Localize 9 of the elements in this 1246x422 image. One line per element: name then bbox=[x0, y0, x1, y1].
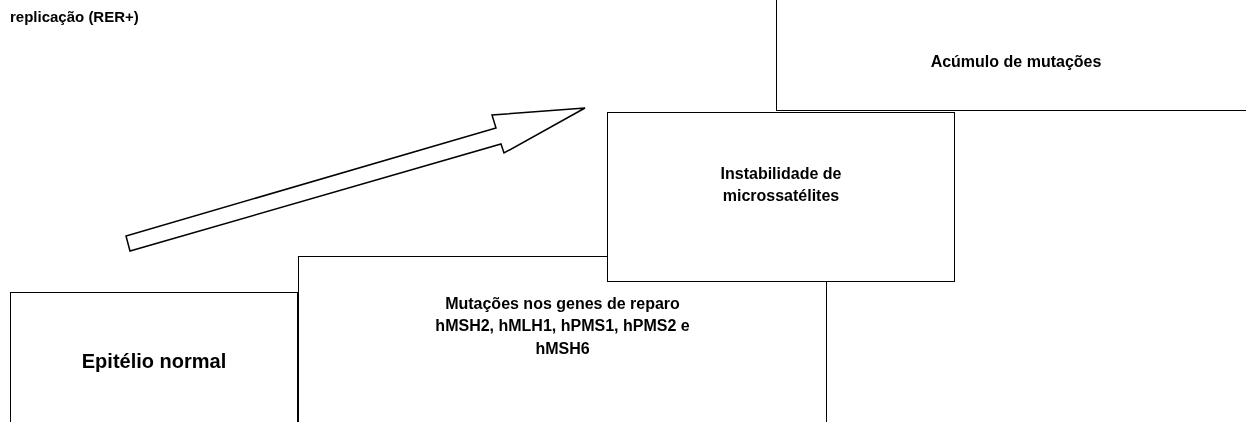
node-text: Instabilidade de microssatélites bbox=[719, 164, 843, 207]
note-text: replicação (RER+) bbox=[10, 8, 139, 25]
node-text: Epitélio normal bbox=[81, 349, 227, 374]
process-box bbox=[607, 112, 955, 282]
node-text: Acúmulo de mutações bbox=[930, 52, 1102, 72]
process-box bbox=[10, 292, 298, 422]
node-text: Mutações nos genes de reparo hMSH2, hMLH1, hPMS1, hPMS2 e hMSH6 bbox=[434, 294, 691, 359]
process-box bbox=[298, 256, 827, 422]
process-box bbox=[776, 0, 1246, 111]
